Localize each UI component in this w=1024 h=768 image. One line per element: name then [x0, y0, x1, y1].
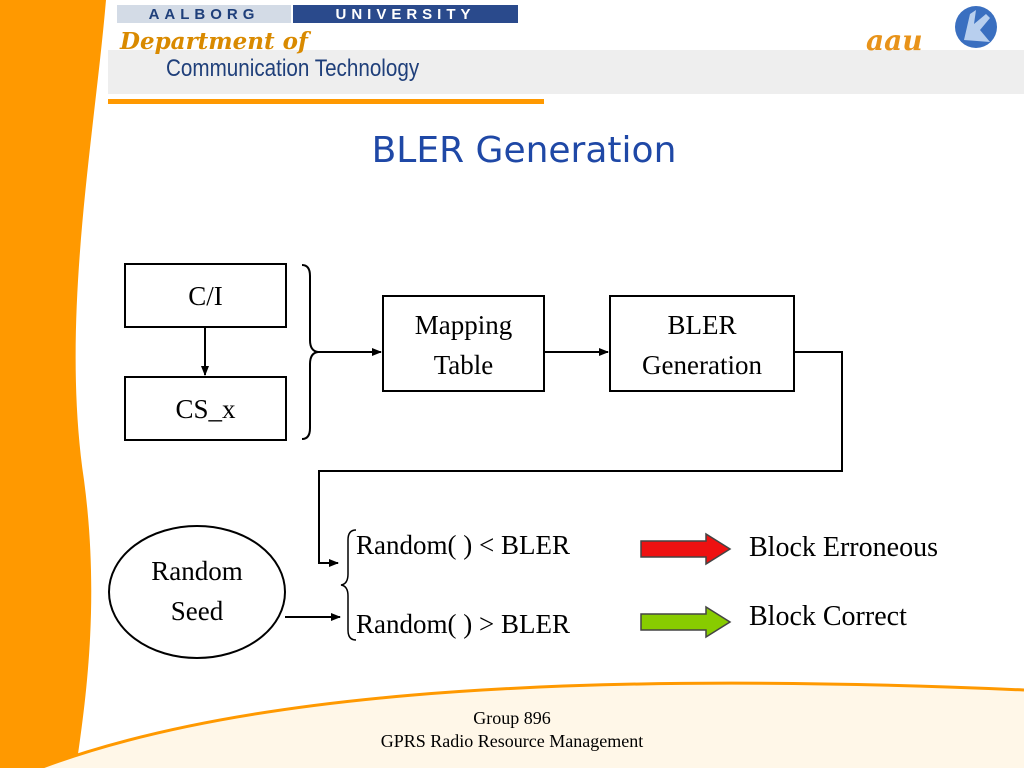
footer-course: GPRS Radio Resource Management: [380, 731, 644, 751]
random-seed-line2: Seed: [170, 596, 224, 626]
university-name-left: AALBORG: [117, 5, 291, 23]
bottom-swoosh-fill: [40, 683, 1024, 768]
csx-box: [124, 376, 287, 441]
department-of-label: Department of: [120, 28, 308, 55]
header-band: [108, 50, 1024, 94]
outcome-correct: Block Correct: [749, 601, 907, 632]
outcome-erroneous: Block Erroneous: [749, 532, 938, 563]
logo-emblem-figure: [964, 10, 990, 42]
left-orange-band: [0, 0, 106, 768]
correct-arrow: [640, 605, 732, 639]
university-name-right: UNIVERSITY: [293, 5, 518, 23]
condition-less-than: Random( ) < BLER: [356, 530, 570, 560]
header-orange-line: [108, 99, 544, 104]
ci-label: C/I: [188, 281, 223, 311]
bler-label-line2: Generation: [642, 350, 762, 380]
random-seed-line1: Random: [151, 556, 243, 586]
mapping-label-line1: Mapping: [414, 310, 513, 340]
bler-label-line1: BLER: [667, 310, 737, 340]
slide-title: BLER Generation: [371, 130, 677, 171]
bottom-swoosh-line: [39, 681, 1024, 768]
mapping-label-line2: Table: [433, 350, 494, 380]
random-seed-ellipse: [108, 525, 286, 659]
bler-feedback-path: [318, 351, 843, 567]
ci-box: [124, 263, 287, 328]
mapping-table-box: [382, 295, 545, 392]
bler-generation-box: [609, 295, 795, 392]
csx-label: CS_x: [175, 394, 236, 424]
department-name: Communication Technology: [166, 55, 420, 82]
aau-logo-text: aau: [866, 24, 923, 57]
input-brace: [301, 264, 319, 440]
condition-brace: [340, 529, 357, 641]
footer: Group 896 GPRS Radio Resource Management: [0, 707, 1024, 753]
erroneous-arrow: [640, 532, 732, 566]
footer-group: Group 896: [473, 708, 551, 728]
condition-greater-than: Random( ) > BLER: [356, 609, 570, 639]
